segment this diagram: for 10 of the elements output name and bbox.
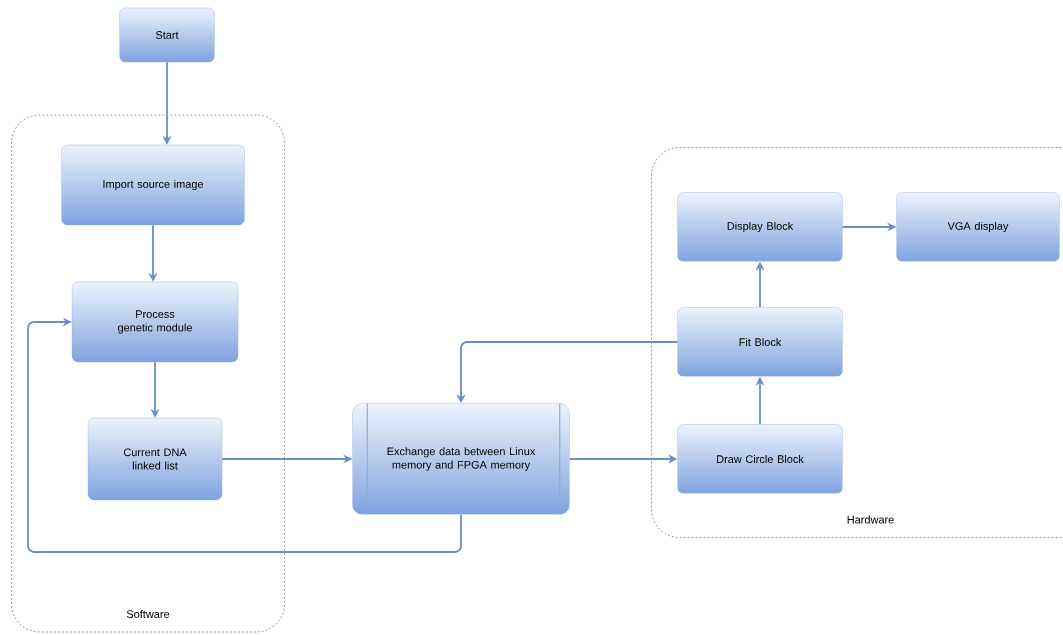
process-box: Current DNA linked list	[87, 417, 223, 501]
process-box: Import source image	[61, 144, 245, 226]
process-box: Draw Circle Block	[677, 424, 843, 494]
process-box: Display Block	[677, 192, 843, 262]
process-box: Start	[119, 7, 215, 63]
process-box: VGA display	[896, 192, 1060, 262]
process-box: Process genetic module	[71, 281, 239, 363]
arrow	[27, 317, 462, 553]
process-box: Fit Block	[677, 307, 843, 377]
predefined-process-box: Exchange data between Linux memory and FPGA memory	[352, 402, 570, 516]
